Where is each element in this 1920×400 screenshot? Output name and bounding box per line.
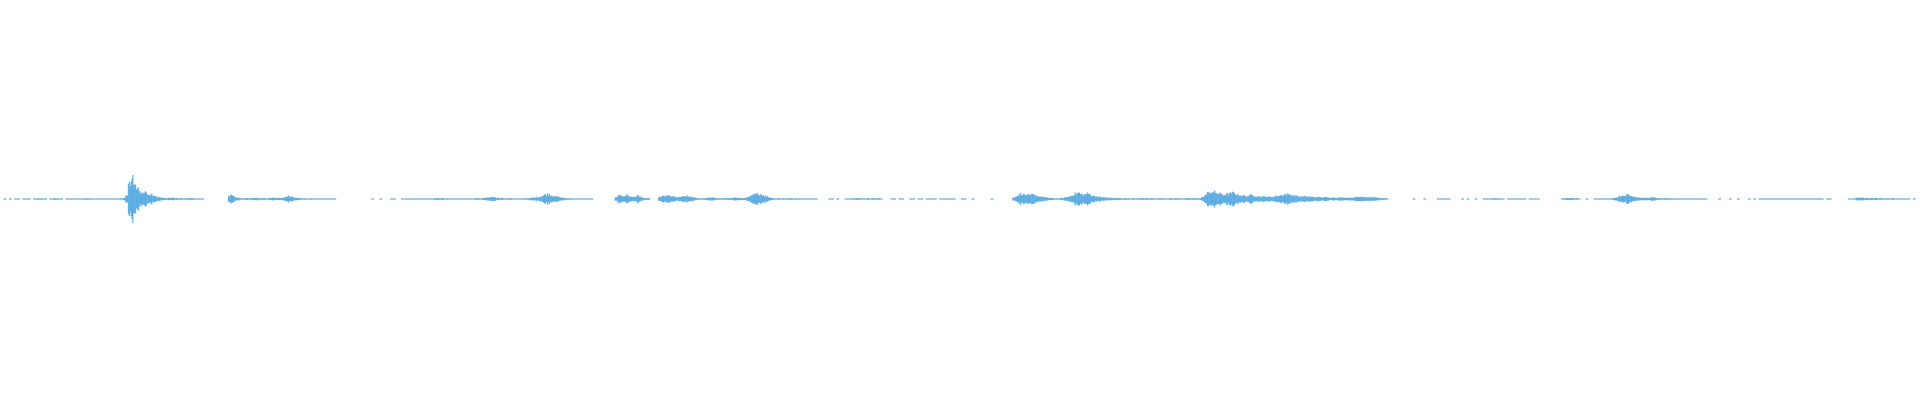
waveform-group <box>3 174 1916 224</box>
